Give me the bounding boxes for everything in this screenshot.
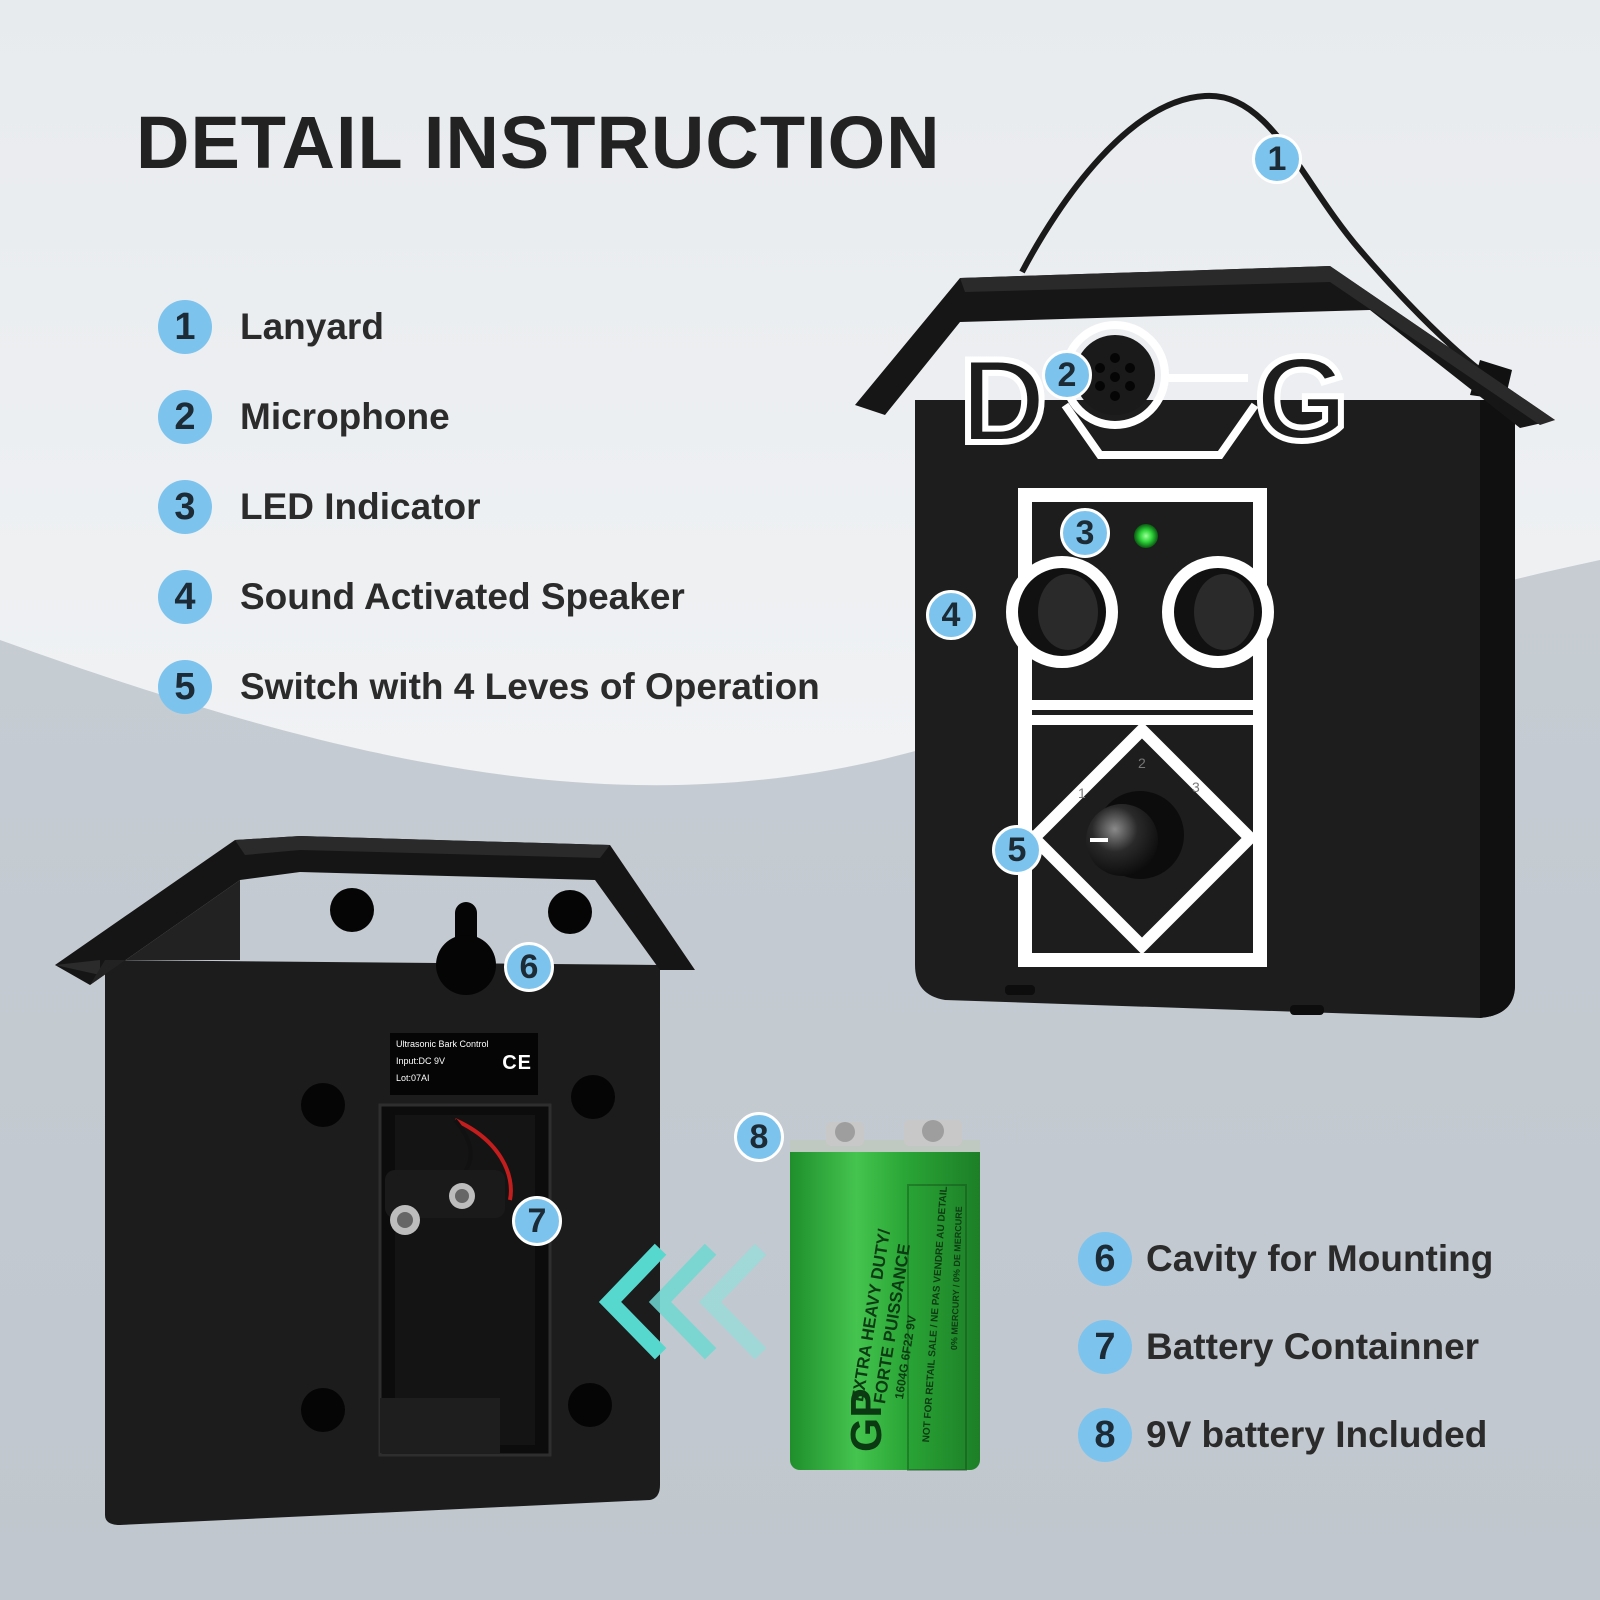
callout-3: 3 — [1060, 508, 1110, 558]
legend-label: Microphone — [240, 396, 450, 437]
knob-mark-1: 1 — [1078, 785, 1086, 801]
callout-6: 6 — [504, 942, 554, 992]
speaker-right — [1162, 556, 1274, 668]
legend-number-badge: 8 — [1078, 1408, 1132, 1462]
knob-mark-3: 3 — [1192, 779, 1200, 795]
mounting-keyhole — [436, 935, 496, 995]
legend-label: Sound Activated Speaker — [240, 576, 685, 617]
callout-5: 5 — [992, 825, 1042, 875]
legend-label: LED Indicator — [240, 486, 481, 527]
battery-snap-connector — [385, 1170, 505, 1218]
legend-item: 3 LED Indicator — [158, 462, 820, 552]
product-label: Ultrasonic Bark Control Input:DC 9V Lot:… — [390, 1033, 538, 1095]
battery-9v — [790, 1120, 980, 1471]
knob-diamond — [1025, 721, 1259, 955]
front-device: D G 1 2 3 — [855, 92, 1555, 1018]
logo-letter-d: D — [960, 334, 1047, 468]
front-panel-frame — [1018, 488, 1267, 967]
led-indicator — [1134, 524, 1158, 548]
callout-2: 2 — [1042, 350, 1092, 400]
speaker-left — [1006, 556, 1118, 668]
legend-number-badge: 4 — [158, 570, 212, 624]
selector-knob[interactable] — [1086, 804, 1158, 876]
legend-number-badge: 2 — [158, 390, 212, 444]
callout-1: 1 — [1252, 134, 1302, 184]
legend-item: 2 Microphone — [158, 372, 820, 462]
callout-7: 7 — [512, 1196, 562, 1246]
legend-number-badge: 5 — [158, 660, 212, 714]
legend-label: 9V battery Included — [1146, 1414, 1488, 1455]
legend-item: 5 Switch with 4 Leves of Operation — [158, 642, 820, 732]
legend-label: Switch with 4 Leves of Operation — [240, 666, 820, 707]
legend-label: Battery Containner — [1146, 1326, 1480, 1367]
product-label-line: Ultrasonic Bark Control — [396, 1039, 489, 1049]
battery-body — [790, 1140, 980, 1470]
back-roof — [55, 836, 695, 985]
back-device — [55, 836, 695, 1525]
insert-arrows — [598, 1243, 767, 1360]
callout-4: 4 — [926, 590, 976, 640]
legend-item: 1 Lanyard — [158, 282, 820, 372]
certification-marks: CE — [502, 1052, 532, 1074]
legend-item: 6 Cavity for Mounting — [1078, 1215, 1493, 1303]
legend-item: 4 Sound Activated Speaker — [158, 552, 820, 642]
microphone-holes — [1095, 353, 1135, 401]
product-label-line: Input:DC 9V — [396, 1056, 446, 1066]
legend-bottom: 6 Cavity for Mounting 7 Battery Containner… — [1078, 1215, 1493, 1479]
knob-mark-2: 2 — [1138, 755, 1146, 771]
legend-item: 7 Battery Containner — [1078, 1303, 1493, 1391]
legend-label: Cavity for Mounting — [1146, 1238, 1494, 1279]
legend-label: Lanyard — [240, 306, 384, 347]
callout-8: 8 — [734, 1112, 784, 1162]
legend-number-badge: 3 — [158, 480, 212, 534]
product-label-line: Lot:07AI — [396, 1073, 430, 1083]
legend-number-badge: 6 — [1078, 1232, 1132, 1286]
lanyard — [1019, 92, 1502, 388]
legend-item: 8 9V battery Included — [1078, 1391, 1493, 1479]
logo-letter-g: G — [1255, 332, 1348, 466]
foam-pad — [380, 1398, 500, 1453]
back-screw-holes — [301, 888, 615, 1432]
legend-top: 1 Lanyard 2 Microphone 3 LED Indicator 4 Sou… — [158, 282, 820, 732]
legend-number-badge: 7 — [1078, 1320, 1132, 1374]
legend-number-badge: 1 — [158, 300, 212, 354]
page-title: DETAIL INSTRUCTION — [136, 101, 941, 184]
